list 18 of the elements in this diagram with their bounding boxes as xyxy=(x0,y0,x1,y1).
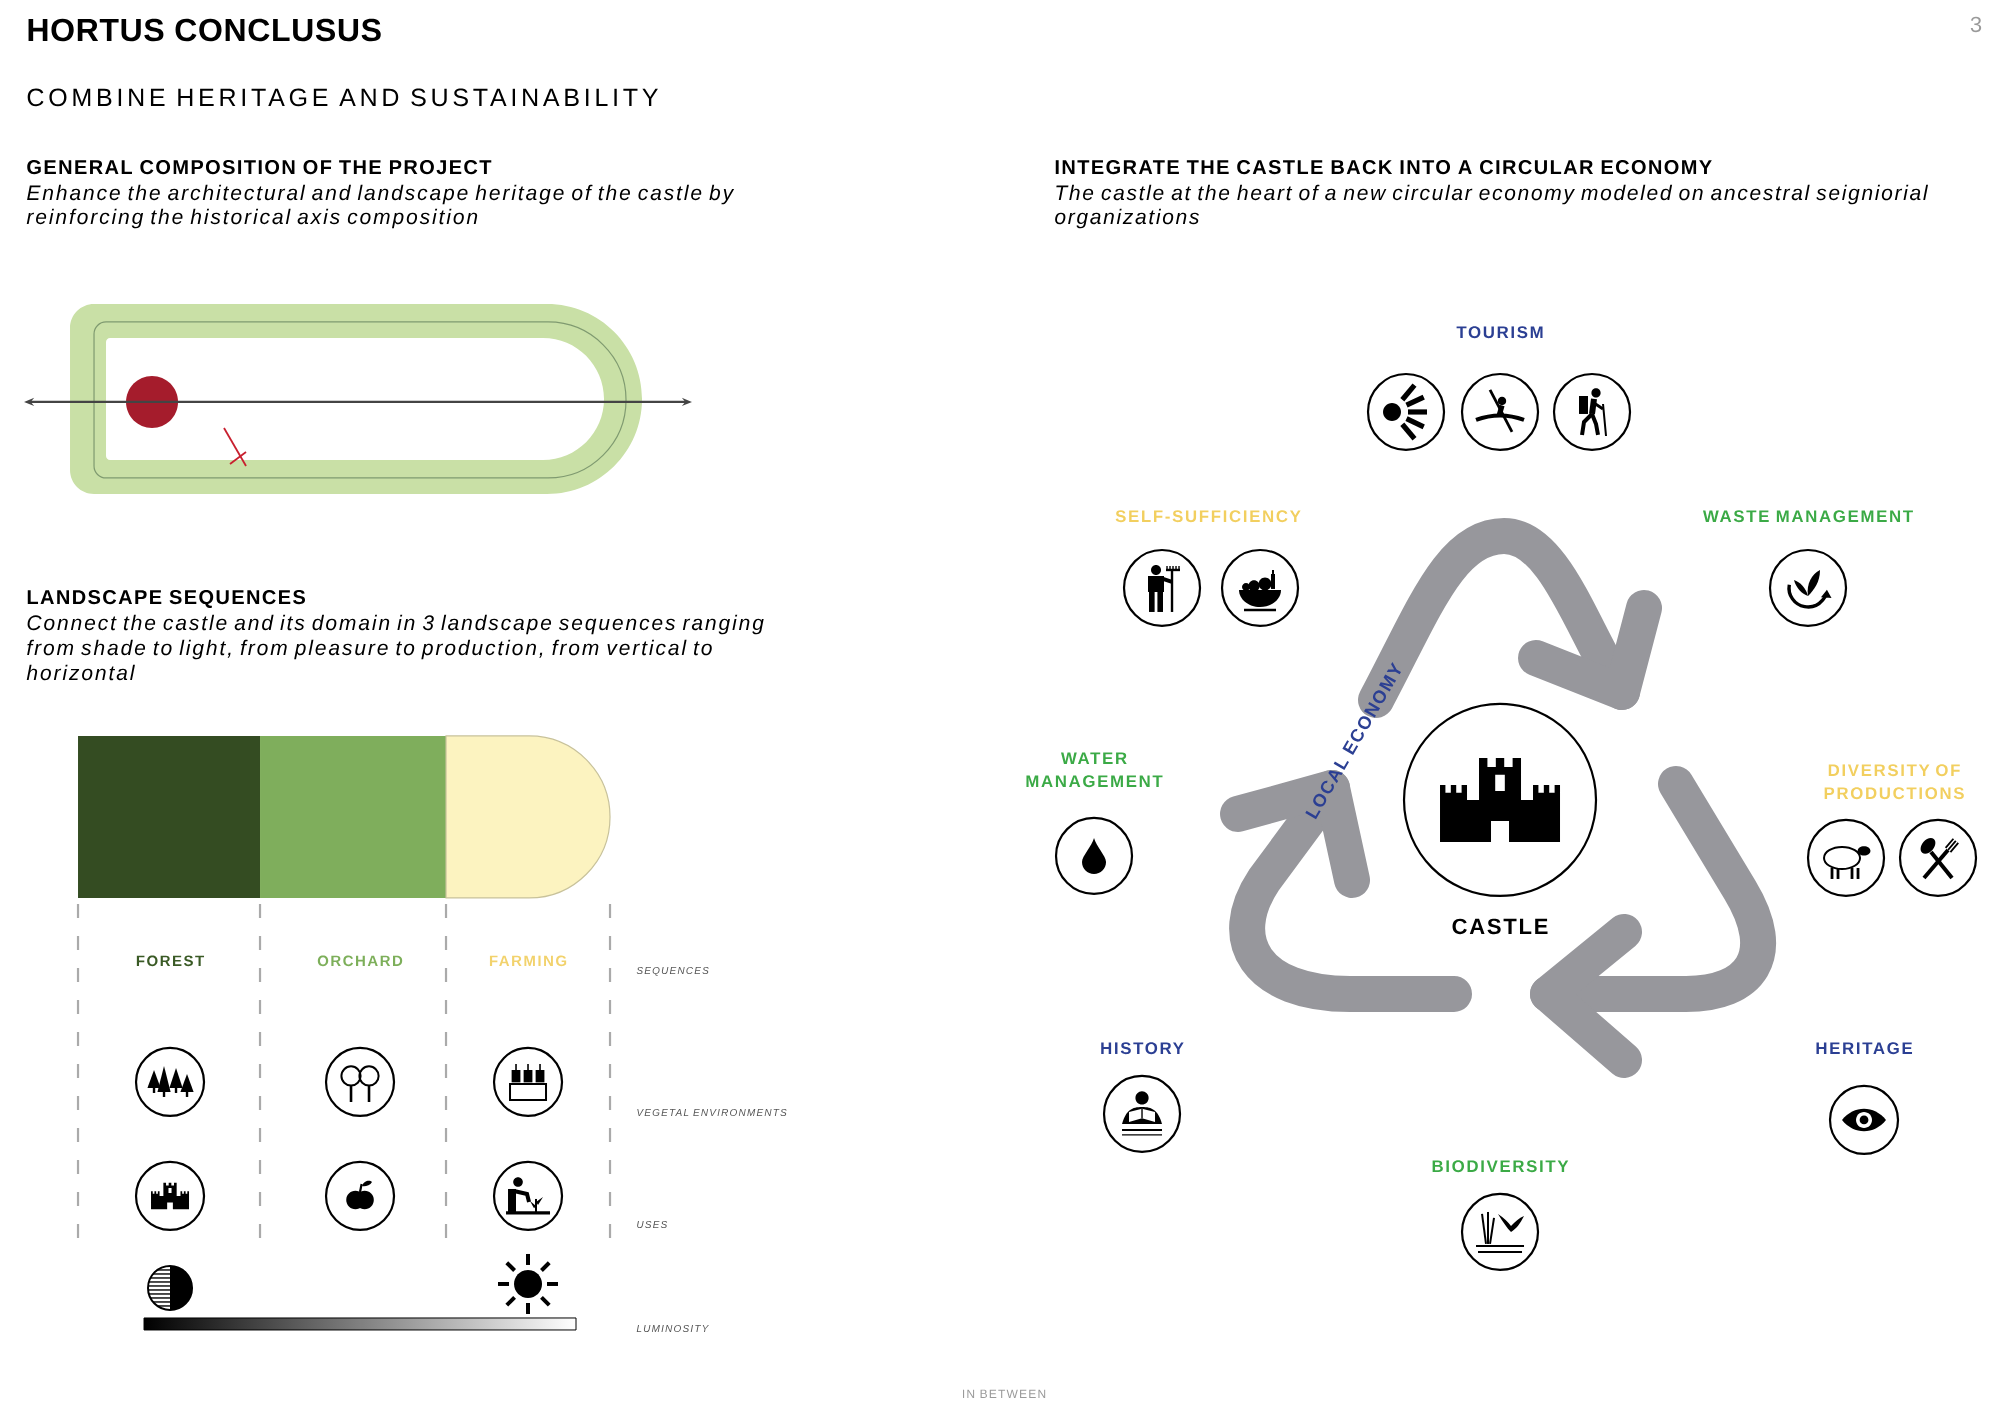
node-label: CASTLE xyxy=(1452,918,1548,935)
category-label: SELF-SUFFICIENCY xyxy=(1115,510,1301,523)
section-heading: INTEGRATE THE CASTLE BACK INTO A CIRCULAR ECONOMY xyxy=(1055,160,1712,175)
category-label: HERITAGE xyxy=(1816,1042,1912,1055)
section-description: Connect the castle and its domain in 3 landscape sequences ranging from shade to light, from pleasure to production, from vertical to horizontal xyxy=(26,614,764,681)
category-label: WASTE MANAGEMENT xyxy=(1702,510,1913,523)
page-number: 3 xyxy=(1970,16,1982,33)
section-description: The castle at the heart of a new circular economy modeled on ancestral seigniorial organizations xyxy=(1055,184,1928,229)
section-description: Enhance the architectural and landscape heritage of the castle by reinforcing the historical axis composition xyxy=(26,184,735,229)
section-heading: GENERAL COMPOSITION OF THE PROJECT xyxy=(27,160,492,175)
category-label: TOURISM xyxy=(1456,326,1543,339)
section-heading: LANDSCAPE SEQUENCES xyxy=(27,590,305,608)
subtitle: COMBINE HERITAGE AND SUSTAINABILITY xyxy=(27,88,658,107)
category-label: WATER MANAGEMENT xyxy=(1026,752,1163,788)
category-label: BIODIVERSITY xyxy=(1432,1160,1569,1173)
category-label: DIVERSITY OF PRODUCTIONS xyxy=(1824,764,1964,800)
page-title: HORTUS CONCLUSUS xyxy=(28,18,381,42)
category-label: HISTORY xyxy=(1101,1042,1184,1055)
